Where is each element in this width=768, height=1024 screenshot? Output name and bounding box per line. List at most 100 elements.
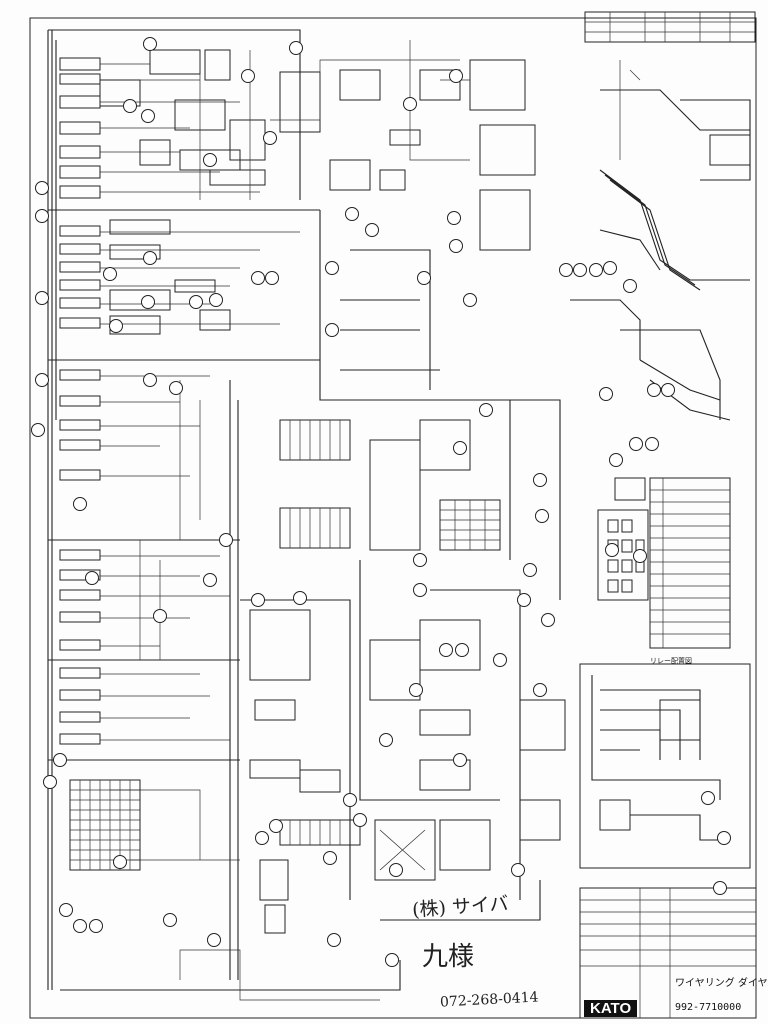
connector-circle (143, 373, 157, 387)
connector-circle (209, 293, 223, 307)
connector-circle (169, 381, 183, 395)
connector-circle (453, 441, 467, 455)
connector-circle (535, 509, 549, 523)
connector-circle (647, 383, 661, 397)
connector-circle (379, 733, 393, 747)
connector-circle (327, 933, 341, 947)
connector-circle (73, 919, 87, 933)
connector-circle (633, 549, 647, 563)
connector-circle (35, 373, 49, 387)
handwritten-honorific: 九様 (422, 942, 475, 972)
connector-circle (413, 553, 427, 567)
connector-circle (701, 791, 715, 805)
connector-circle (713, 881, 727, 895)
drawing-title: ワイヤリング ダイヤグラム (675, 978, 768, 989)
connector-circle (609, 453, 623, 467)
connector-circle (31, 423, 45, 437)
connector-circle (103, 267, 117, 281)
connector-circle (343, 793, 357, 807)
connector-circle (325, 323, 339, 337)
connector-circle (289, 41, 303, 55)
connector-circle (345, 207, 359, 221)
connector-circle (251, 593, 265, 607)
drawing-number: 992-7710000 (675, 1002, 742, 1013)
connector-circle (389, 863, 403, 877)
connector-circle (163, 913, 177, 927)
connector-circle (263, 131, 277, 145)
connector-circle (353, 813, 367, 827)
connector-circle (409, 683, 423, 697)
connector-circle (203, 153, 217, 167)
connector-circle (141, 109, 155, 123)
connector-circle (265, 271, 279, 285)
connector-circle (255, 831, 269, 845)
connector-circle (623, 279, 637, 293)
connector-circle (109, 319, 123, 333)
connector-circle (89, 919, 103, 933)
connector-circle (413, 583, 427, 597)
connector-circle (573, 263, 587, 277)
connector-circle (153, 609, 167, 623)
connector-circle (43, 775, 57, 789)
connector-circle (493, 653, 507, 667)
connector-circle (599, 387, 613, 401)
connector-circle (203, 573, 217, 587)
title-block (579, 887, 757, 1019)
connector-circle (325, 261, 339, 275)
connector-circle (541, 613, 555, 627)
connector-circle (517, 593, 531, 607)
component-rows-left (59, 57, 300, 745)
connector-circle (143, 37, 157, 51)
connector-circle (533, 473, 547, 487)
connector-circle (59, 903, 73, 917)
connector-circle (523, 563, 537, 577)
connector-circle (533, 683, 547, 697)
connector-circle (463, 293, 477, 307)
connector-circle (241, 69, 255, 83)
connector-circle (417, 271, 431, 285)
connector-circle (293, 591, 307, 605)
relay-section-title: リレー配置図 (650, 657, 692, 665)
left-harness (47, 29, 401, 991)
connector-circle (113, 855, 127, 869)
connector-circle (717, 831, 731, 845)
harness-illustration (570, 60, 751, 421)
connector-circle (479, 403, 493, 417)
connector-circle (323, 851, 337, 865)
connector-circle (219, 533, 233, 547)
connector-circle (73, 497, 87, 511)
connector-circle (447, 211, 461, 225)
connector-circle (53, 753, 67, 767)
connector-circle (511, 863, 525, 877)
connector-circle (645, 437, 659, 451)
connector-circle (449, 69, 463, 83)
connector-grids-center (249, 419, 566, 934)
connector-circle (143, 251, 157, 265)
brand-logo: KATO (584, 1000, 638, 1017)
connector-circle (35, 209, 49, 223)
connector-circle (661, 383, 675, 397)
connector-circle (589, 263, 603, 277)
connector-circle (559, 263, 573, 277)
revision-table (584, 11, 756, 43)
connector-circle (603, 261, 617, 275)
connector-circles (31, 37, 731, 967)
connector-circle (85, 571, 99, 585)
connector-circle (207, 933, 221, 947)
fuse-block (69, 779, 141, 871)
connector-circle (123, 99, 137, 113)
connector-circle (141, 295, 155, 309)
connector-circle (251, 271, 265, 285)
connector-circle (189, 295, 203, 309)
connector-circle (449, 239, 463, 253)
center-wiring (110, 40, 561, 1001)
connector-circle (439, 643, 453, 657)
connector-circle (453, 753, 467, 767)
relay-layout-frame (579, 663, 751, 869)
connector-circle (385, 953, 399, 967)
connector-circle (269, 819, 283, 833)
connector-circle (455, 643, 469, 657)
legend-list (597, 477, 731, 649)
